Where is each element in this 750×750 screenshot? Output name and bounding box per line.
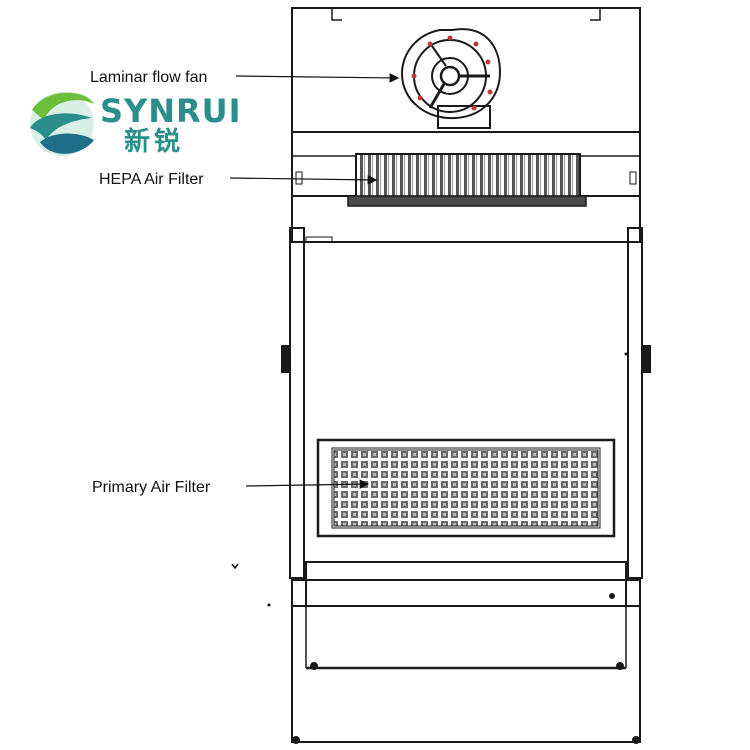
base-screw-right: [616, 662, 624, 670]
small-dot-mark: [267, 603, 271, 607]
base-upper: [305, 561, 627, 607]
cabinet: [281, 7, 651, 744]
leader-fan: [235, 73, 400, 83]
label-primary-air-filter: Primary Air Filter: [92, 479, 211, 496]
leader-hepa: [229, 175, 378, 185]
left-rail-knob: [281, 345, 291, 373]
brand-name: SYNRUI: [100, 92, 242, 130]
housing-clip-left: [331, 8, 342, 21]
foot-left: [292, 736, 300, 744]
base-dot: [609, 593, 615, 599]
hepa-filter-base: [347, 195, 587, 207]
right-dot-mark: [624, 352, 628, 356]
arrow-down-mark: [231, 563, 239, 570]
fan-rivets: [411, 35, 493, 111]
primary-air-filter: [333, 449, 599, 527]
logo-mark-icon: [30, 92, 94, 156]
chamber-top-tab: [305, 236, 333, 243]
primary-filter-inner: [331, 447, 601, 529]
label-laminar-flow-fan: Laminar flow fan: [90, 69, 207, 86]
fan-volute: [400, 28, 502, 120]
primary-filter-frame: [316, 438, 616, 538]
base-screw-left: [310, 662, 318, 670]
hepa-bay-clip-left: [295, 171, 303, 185]
housing-clip-right: [590, 8, 601, 21]
foot-right: [632, 736, 640, 744]
fan-hub: [439, 65, 461, 87]
leader-primary: [245, 479, 370, 489]
callouts: Laminar flow fan HEPA Air Filter Primary…: [90, 69, 400, 496]
right-rail: [627, 227, 643, 579]
hepa-bay-clip-right: [629, 171, 637, 185]
hepa-air-filter: [347, 153, 587, 207]
left-rail: [289, 227, 305, 579]
label-hepa-air-filter: HEPA Air Filter: [99, 171, 204, 188]
laminar-flow-fan: [400, 28, 502, 129]
right-rail-knob: [641, 345, 651, 373]
hepa-filter-body: [355, 153, 581, 199]
base-cabinet: [291, 579, 641, 743]
synrui-logo: SYNRUI 新锐: [30, 92, 242, 157]
brand-name-cn: 新锐: [124, 126, 184, 157]
